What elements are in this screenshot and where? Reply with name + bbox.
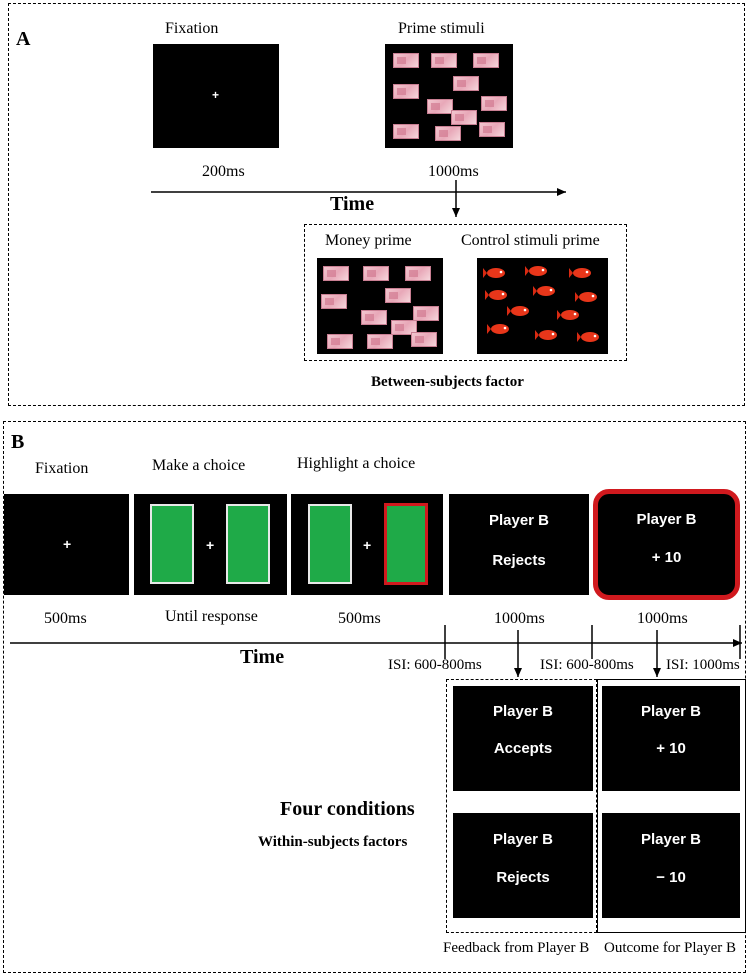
fixation-label-a: Fixation: [165, 20, 219, 37]
money-prime-label: Money prime: [325, 232, 412, 249]
feedback-accepts-text: Accepts: [493, 740, 553, 757]
banknote-image: [413, 306, 439, 321]
outcome-conditions-box: [597, 679, 746, 933]
banknote-image: [427, 99, 453, 114]
banknote-image: [481, 96, 507, 111]
banknote-image: [321, 294, 347, 309]
prime-stimuli-label: Prime stimuli: [398, 20, 485, 37]
fish-image: [575, 292, 597, 302]
duration-fixation: 500ms: [44, 610, 87, 627]
banknote-image: [393, 84, 419, 99]
fixation-cross-a: +: [212, 88, 220, 102]
feedback-rejects-player: Player B: [492, 831, 554, 848]
banknote-image: [393, 53, 419, 68]
feedback-conditions-box: [446, 679, 597, 933]
feedback-screen: Player B Rejects: [449, 494, 589, 595]
feedback-rejects-text: Rejects: [496, 869, 550, 886]
fish-image: [557, 310, 579, 320]
choice-cross: +: [206, 537, 215, 553]
banknote-image: [473, 53, 499, 68]
outcome-gain-text: + 10: [656, 740, 686, 757]
isi-label-3: ISI: 1000ms: [666, 657, 740, 673]
banknote-image: [363, 266, 389, 281]
panel-a-letter: A: [16, 28, 31, 50]
left-card: [150, 504, 194, 584]
outcome-loss-text: − 10: [656, 869, 686, 886]
four-conditions-label: Four conditions: [280, 798, 415, 820]
fish-image: [569, 268, 591, 278]
banknote-image: [479, 122, 505, 137]
banknote-image: [451, 110, 477, 125]
fish-image: [533, 286, 555, 296]
fixation-cross-b: +: [63, 536, 72, 552]
fish-image: [487, 324, 509, 334]
outcome-gain-screen: Player B + 10: [602, 686, 740, 791]
feedback-player-text: Player B: [488, 512, 550, 529]
money-prime-screen: [317, 258, 443, 354]
fish-image: [507, 306, 529, 316]
outcome-loss-player: Player B: [640, 831, 702, 848]
fixation-screen-b: +: [4, 494, 129, 595]
make-choice-label: Make a choice: [152, 457, 246, 474]
prime-duration: 1000ms: [428, 163, 479, 180]
banknote-image: [367, 334, 393, 349]
highlight-choice-label: Highlight a choice: [297, 455, 416, 472]
control-prime-screen: [477, 258, 608, 354]
banknote-image: [361, 310, 387, 325]
banknote-image: [431, 53, 457, 68]
outcome-player-text: Player B: [636, 511, 697, 528]
outcome-screen: Player B + 10: [593, 489, 740, 600]
fish-image: [483, 268, 505, 278]
feedback-response-text: Rejects: [492, 552, 546, 569]
fixation-screen-a: +: [153, 44, 279, 148]
banknote-image: [393, 124, 419, 139]
fish-image: [485, 290, 507, 300]
fish-image: [535, 330, 557, 340]
banknote-image: [323, 266, 349, 281]
time-label-b: Time: [240, 646, 285, 668]
banknote-image: [411, 332, 437, 347]
fish-image: [525, 266, 547, 276]
banknote-image: [391, 320, 417, 335]
banknote-image: [385, 288, 411, 303]
isi-label-2: ISI: 600-800ms: [540, 657, 634, 673]
outcome-value-text: + 10: [651, 549, 682, 566]
isi-label-1: ISI: 600-800ms: [388, 657, 482, 673]
banknote-image: [327, 334, 353, 349]
outcome-caption: Outcome for Player B: [604, 940, 737, 956]
time-label-a: Time: [330, 193, 375, 215]
within-subjects-label: Within-subjects factors: [258, 834, 408, 850]
banknote-image: [453, 76, 479, 91]
duration-highlight: 500ms: [338, 610, 381, 627]
fixation-label-b: Fixation: [35, 460, 89, 477]
banknote-image: [405, 266, 431, 281]
feedback-rejects-screen: Player B Rejects: [453, 813, 593, 918]
right-card: [226, 504, 270, 584]
feedback-accepts-screen: Player B Accepts: [453, 686, 593, 791]
control-prime-label: Control stimuli prime: [461, 232, 600, 249]
prime-conditions-box: [304, 224, 627, 361]
between-subjects-label: Between-subjects factor: [371, 374, 524, 390]
panel-b-letter: B: [11, 431, 25, 453]
prime-stimuli-screen: [385, 44, 513, 148]
left-card: [308, 504, 352, 584]
panel-a: [8, 3, 745, 406]
outcome-loss-screen: Player B − 10: [602, 813, 740, 918]
highlighted-card: [384, 503, 428, 585]
highlight-screen: +: [291, 494, 443, 595]
highlight-cross: +: [363, 537, 372, 553]
feedback-caption: Feedback from Player B: [443, 940, 590, 956]
feedback-accepts-player: Player B: [492, 703, 554, 720]
banknote-image: [435, 126, 461, 141]
duration-choice: Until response: [165, 608, 258, 625]
duration-outcome: 1000ms: [637, 610, 688, 627]
outcome-gain-player: Player B: [640, 703, 702, 720]
fish-image: [577, 332, 599, 342]
duration-feedback: 1000ms: [494, 610, 545, 627]
fixation-duration-a: 200ms: [202, 163, 245, 180]
choice-screen: +: [134, 494, 287, 595]
